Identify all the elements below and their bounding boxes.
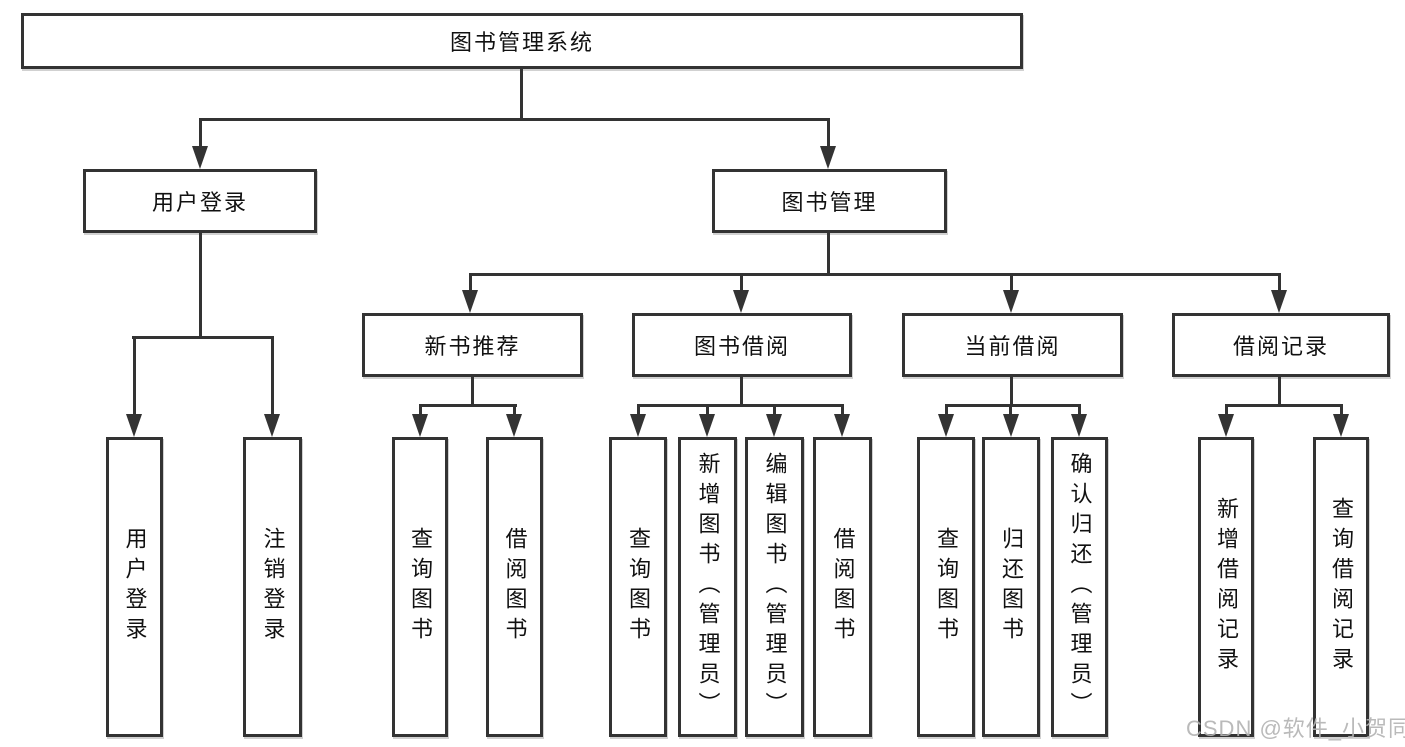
- connector-line: [773, 404, 776, 418]
- leaf-add-book-admin: 新增图书（管理员）: [678, 437, 737, 737]
- arrow-down-icon: [630, 414, 646, 437]
- leaf-query-books-borrowing: 查询图书: [609, 437, 667, 737]
- arrow-down-icon: [1271, 290, 1287, 313]
- node-label: 查询借阅记录: [1329, 497, 1354, 677]
- connector-line: [945, 404, 948, 418]
- connector-line: [513, 404, 516, 418]
- arrow-down-icon: [462, 290, 478, 313]
- arrow-down-icon: [192, 146, 208, 169]
- arrow-down-icon: [1071, 414, 1087, 437]
- connector-line: [740, 273, 743, 293]
- connector-line: [419, 404, 517, 407]
- arrow-down-icon: [1333, 414, 1349, 437]
- node-label: 新增图书（管理员）: [695, 452, 721, 722]
- connector-line: [637, 404, 640, 418]
- node-label: 用户登录: [122, 527, 148, 647]
- leaf-logout: 注销登录: [243, 437, 302, 737]
- node-label: 用户登录: [151, 190, 248, 215]
- connector-line: [1009, 404, 1012, 418]
- connector-line: [827, 118, 830, 148]
- connector-line: [1010, 377, 1013, 404]
- connector-line: [706, 404, 709, 418]
- connector-line: [199, 118, 830, 121]
- connector-line: [1010, 273, 1013, 293]
- arrow-down-icon: [834, 414, 850, 437]
- connector-line: [945, 404, 1081, 407]
- node-label: 查询图书: [408, 527, 433, 647]
- connector-line: [1225, 404, 1228, 418]
- arrow-down-icon: [126, 414, 142, 437]
- node-library-management-system: 图书管理系统: [21, 13, 1023, 69]
- node-label: 归还图书: [999, 527, 1024, 647]
- node-label: 新书推荐: [424, 334, 521, 359]
- node-user-login: 用户登录: [83, 169, 317, 233]
- arrow-down-icon: [1218, 414, 1234, 437]
- node-current-borrowing: 当前借阅: [902, 313, 1123, 377]
- node-book-management: 图书管理: [712, 169, 947, 233]
- node-book-borrowing: 图书借阅: [632, 313, 852, 377]
- leaf-return-book: 归还图书: [982, 437, 1040, 737]
- arrow-down-icon: [1003, 414, 1019, 437]
- arrow-down-icon: [264, 414, 280, 437]
- node-label: 查询图书: [626, 527, 651, 647]
- connector-line: [199, 233, 202, 336]
- leaf-borrow-books-borrowing: 借阅图书: [813, 437, 872, 737]
- connector-line: [1225, 404, 1343, 407]
- arrow-down-icon: [1003, 290, 1019, 313]
- leaf-query-books-recommend: 查询图书: [392, 437, 448, 737]
- arrow-down-icon: [938, 414, 954, 437]
- connector-line: [471, 377, 474, 404]
- connector-line: [419, 404, 422, 418]
- node-label: 查询图书: [934, 527, 959, 647]
- leaf-confirm-return-admin: 确认归还（管理员）: [1051, 437, 1108, 737]
- node-label: 图书借阅: [693, 334, 790, 359]
- node-label: 图书管理系统: [449, 30, 594, 55]
- connector-line: [133, 336, 136, 416]
- leaf-query-books-current: 查询图书: [917, 437, 975, 737]
- arrow-down-icon: [412, 414, 428, 437]
- connector-line: [1278, 377, 1281, 404]
- leaf-edit-book-admin: 编辑图书（管理员）: [745, 437, 804, 737]
- connector-line: [132, 336, 273, 339]
- node-label: 确认归还（管理员）: [1067, 452, 1093, 722]
- leaf-borrow-books-recommend: 借阅图书: [486, 437, 543, 737]
- arrow-down-icon: [766, 414, 782, 437]
- arrow-down-icon: [699, 414, 715, 437]
- arrow-down-icon: [506, 414, 522, 437]
- watermark: CSDN @软件_小贺同学: [1186, 716, 1405, 741]
- node-label: 图书管理: [781, 190, 878, 215]
- node-label: 新增借阅记录: [1214, 497, 1239, 677]
- connector-line: [1278, 273, 1281, 293]
- node-label: 当前借阅: [964, 334, 1061, 359]
- leaf-user-login: 用户登录: [106, 437, 163, 737]
- connector-line: [1340, 404, 1343, 418]
- connector-line: [520, 69, 523, 118]
- node-label: 借阅记录: [1232, 334, 1329, 359]
- leaf-add-borrow-record: 新增借阅记录: [1198, 437, 1254, 737]
- connector-line: [637, 404, 844, 407]
- connector-line: [827, 233, 830, 273]
- node-label: 借阅图书: [830, 527, 856, 647]
- node-borrowing-records: 借阅记录: [1172, 313, 1390, 377]
- leaf-query-borrow-record: 查询借阅记录: [1313, 437, 1369, 737]
- arrow-down-icon: [733, 290, 749, 313]
- node-label: 编辑图书（管理员）: [762, 452, 788, 722]
- node-label: 注销登录: [260, 527, 286, 647]
- connector-line: [740, 377, 743, 404]
- connector-line: [199, 118, 202, 148]
- connector-line: [469, 273, 472, 293]
- connector-line: [841, 404, 844, 418]
- connector-line: [1078, 404, 1081, 418]
- node-new-book-recommendation: 新书推荐: [362, 313, 583, 377]
- connector-line: [271, 336, 274, 416]
- node-label: 借阅图书: [502, 527, 528, 647]
- connector-line: [469, 273, 1281, 276]
- arrow-down-icon: [820, 146, 836, 169]
